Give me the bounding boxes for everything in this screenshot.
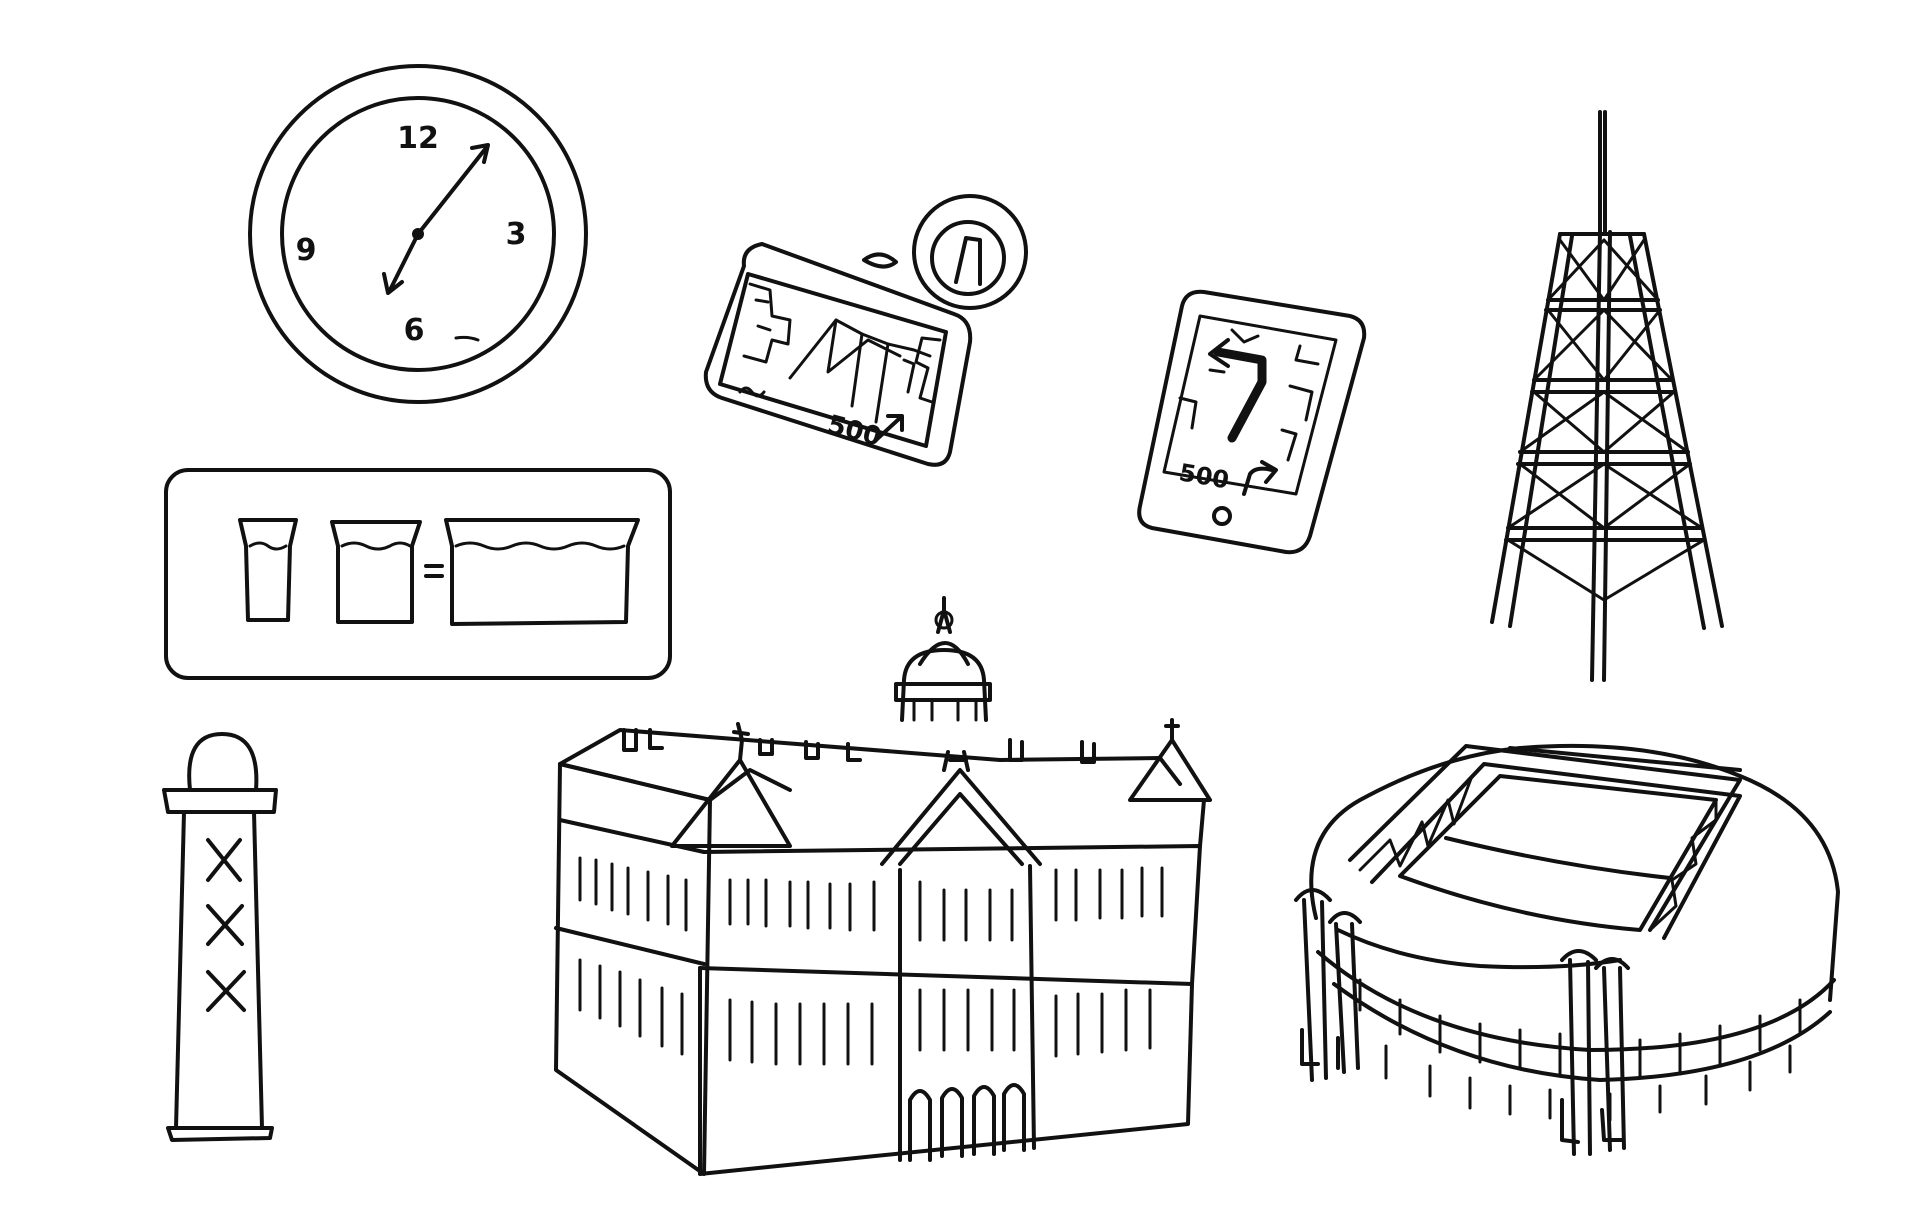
wall-clock-icon: 12 3 6 9 <box>248 64 588 404</box>
clock-numeral-12: 12 <box>397 121 439 156</box>
smartphone-navigation-icon: 500 <box>1137 289 1367 555</box>
phone-gps-distance-label: 500 <box>1177 458 1231 494</box>
stadium-icon <box>1294 743 1840 1156</box>
clock-numeral-3: 3 <box>506 217 527 252</box>
radio-tower-icon <box>1490 110 1724 682</box>
clock-numeral-6: 6 <box>404 313 425 348</box>
clock-numeral-9: 9 <box>296 233 317 268</box>
measuring-beakers-icon <box>164 468 672 680</box>
clock-hour-hand <box>388 232 420 292</box>
domed-palace-building-icon <box>554 596 1212 1176</box>
clock-minute-hand <box>416 146 488 236</box>
striped-column-icon <box>162 732 278 1142</box>
car-navigation-device-icon: 500 <box>703 194 1028 467</box>
car-gps-distance-label: 500 <box>824 410 884 453</box>
